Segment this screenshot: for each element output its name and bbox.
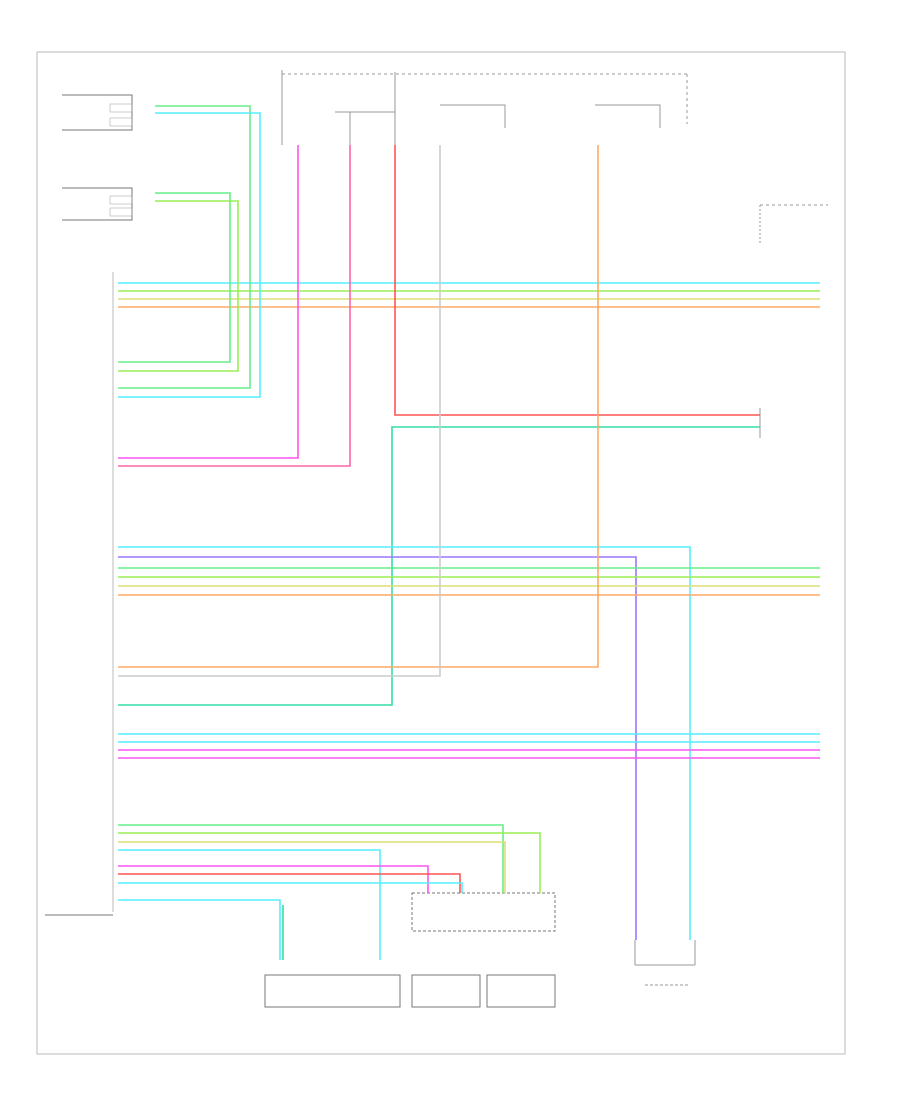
wire-teal-10: [118, 426, 760, 706]
wire-grey-20: [118, 145, 441, 677]
wire-lime-6: [118, 200, 239, 372]
wire-cyan-8: [118, 112, 261, 398]
fuse-panel-top: [281, 70, 688, 145]
wire-green-26: [118, 824, 504, 893]
wire-cyan-33: [118, 899, 281, 960]
driver-sensor-connector: [62, 187, 133, 221]
wire-green-5: [118, 192, 231, 363]
wire-green-7: [118, 105, 251, 389]
wire-orange-19: [118, 145, 599, 668]
passenger-sensor-connector: [62, 94, 133, 131]
diagram-frame: [36, 51, 846, 1055]
wire-cyan-13: [118, 546, 691, 940]
right-connector-top: [759, 204, 828, 245]
wire-cyan-32: [118, 882, 463, 893]
wire-red-9: [394, 145, 760, 416]
wire-lime-27: [118, 832, 541, 893]
wire-yellow-28: [118, 841, 506, 893]
passenger-occupant-sensor-box: [264, 974, 401, 1008]
driver-curtain-module-box: [411, 974, 481, 1008]
wire-cyan-29: [118, 849, 381, 960]
wires: [118, 105, 820, 960]
wire-purple-14: [118, 556, 637, 940]
module-pin-strip: [45, 272, 114, 916]
wire-magenta-11: [118, 145, 299, 459]
wire-pink-12: [118, 145, 351, 467]
clockspring-box: [411, 892, 556, 932]
seat-belt-tension-sensor: [634, 940, 696, 986]
wire-magenta-30: [118, 865, 429, 893]
wire-red-31: [118, 873, 461, 893]
passenger-curtain-module-box: [486, 974, 556, 1008]
